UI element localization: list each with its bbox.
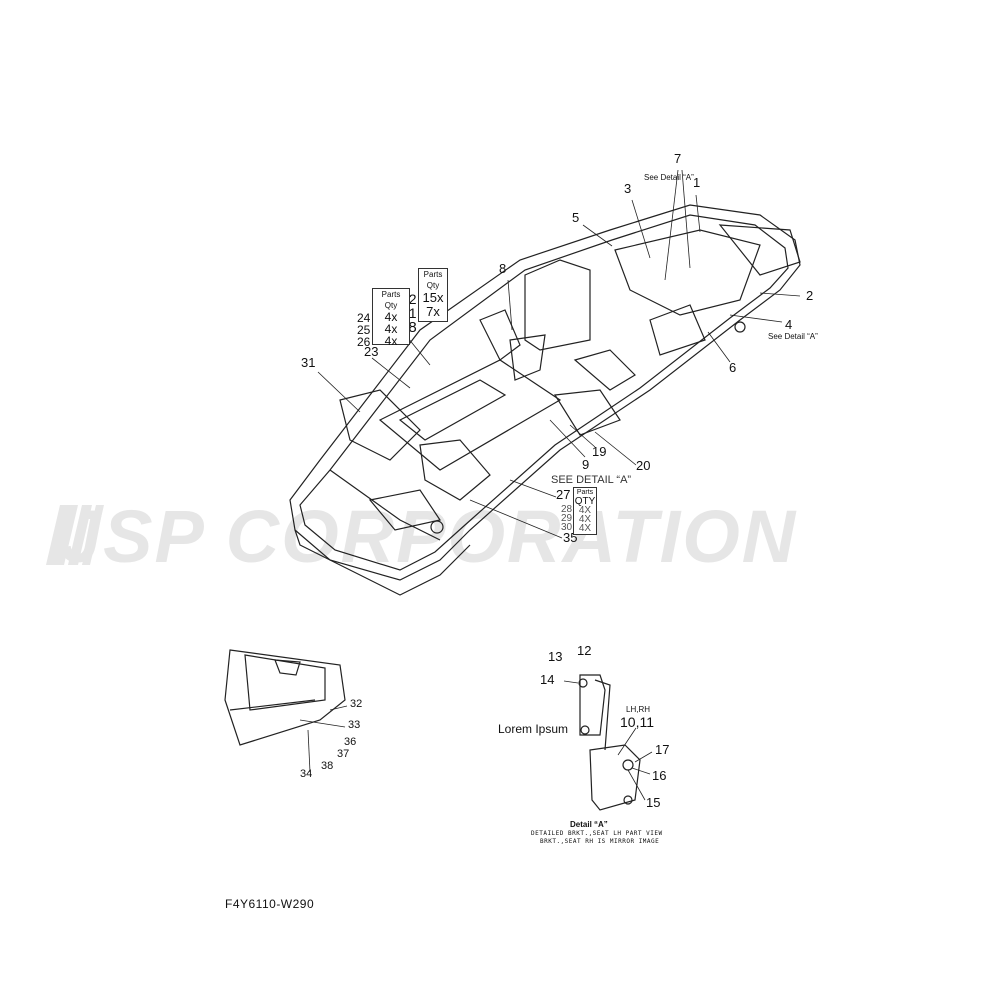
callout-2: 2 xyxy=(806,288,814,303)
callout-33: 33 xyxy=(348,719,361,731)
callout-1: 1 xyxy=(693,175,701,190)
parts-table: Parts Qty 4x 4x 4x xyxy=(372,288,410,348)
callout-20: 20 xyxy=(636,458,651,473)
parts-header: Parts xyxy=(381,290,401,299)
lorem-ipsum-label: Lorem Ipsum xyxy=(498,722,569,736)
part-ref: 28 xyxy=(561,504,573,515)
parts-header: Parts xyxy=(576,489,594,496)
callout-8: 8 xyxy=(499,261,507,276)
part-ref: 24 xyxy=(357,311,371,325)
lh-rh-label: LH,RH xyxy=(626,705,651,714)
boat-hull xyxy=(289,204,801,596)
callout-16: 16 xyxy=(652,768,667,783)
callout-17: 17 xyxy=(655,742,670,757)
qty-value: 4X xyxy=(578,514,592,525)
parts-header: Parts xyxy=(423,270,443,279)
qty-value: 4x xyxy=(384,322,398,336)
callout-19: 19 xyxy=(592,444,607,459)
detail-caption-1: DETAILED BRKT.,SEAT LH PART VIEW xyxy=(531,830,663,837)
drawing-code: F4Y6110-W290 xyxy=(225,897,315,911)
part-ref: 30 xyxy=(561,522,573,533)
qty-header: Qty xyxy=(384,301,398,310)
callout-36: 36 xyxy=(344,736,357,748)
callout-23: 23 xyxy=(364,344,379,359)
parts-table: Parts QTY 4X 4X 4X xyxy=(573,487,597,535)
part-ref: 29 xyxy=(561,513,573,524)
callout-38: 38 xyxy=(321,760,334,772)
qty-value: 4x xyxy=(384,334,398,348)
part-ref: 26 xyxy=(357,335,371,349)
callout-34: 34 xyxy=(300,768,313,780)
qty-value: 4X xyxy=(578,523,592,534)
callout-4: 4 xyxy=(785,317,793,332)
callout-14: 14 xyxy=(540,672,555,687)
qty-value: 15x xyxy=(422,290,444,305)
detail-seat-view xyxy=(224,649,348,773)
callout-10-11: 10,11 xyxy=(620,714,654,730)
callout-5: 5 xyxy=(572,210,580,225)
see-detail-note: SEE DETAIL “A” xyxy=(551,474,632,486)
watermark-logo-icon xyxy=(46,505,104,565)
qty-value: 4X xyxy=(578,505,592,516)
watermark: JSP CORPORATION xyxy=(60,495,798,578)
callout-32: 32 xyxy=(350,698,363,710)
callout-37: 37 xyxy=(337,748,350,760)
callout-15: 15 xyxy=(646,795,661,810)
callout-12: 12 xyxy=(577,643,592,658)
callout-31: 31 xyxy=(301,355,316,370)
qty-value: 7x xyxy=(426,304,440,319)
callout-9: 9 xyxy=(582,457,590,472)
qty-header: QTY xyxy=(574,496,596,507)
callout-27: 27 xyxy=(556,487,571,502)
callout-3: 3 xyxy=(624,181,632,196)
callout-13: 13 xyxy=(548,649,563,664)
callout-7: 7 xyxy=(674,151,682,166)
see-detail-note: See Detail “A” xyxy=(768,332,818,341)
see-detail-note: See Detail “A” xyxy=(644,173,694,182)
qty-value: 4x xyxy=(384,310,398,324)
detail-caption-2: BRKT.,SEAT RH IS MIRROR IMAGE xyxy=(540,838,660,845)
detail-a-bracket xyxy=(563,674,653,811)
parts-table: Parts Qty 15x 7x xyxy=(418,268,448,322)
part-ref: 25 xyxy=(357,323,371,337)
detail-title: Detail “A” xyxy=(570,820,608,829)
leader-lines xyxy=(317,169,801,539)
callout-6: 6 xyxy=(729,360,737,375)
qty-header: Qty xyxy=(426,281,440,290)
